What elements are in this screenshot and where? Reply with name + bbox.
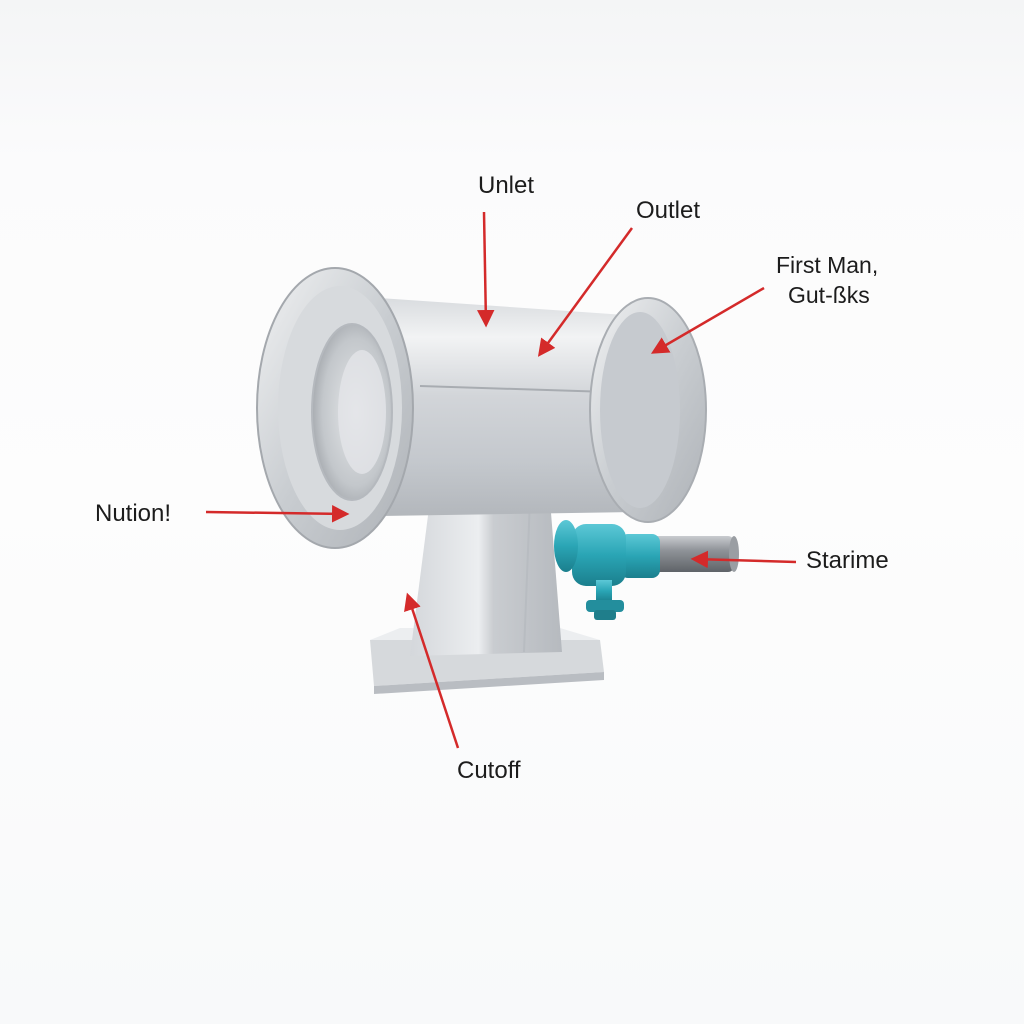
label-first-man-line2: Gut-ßks	[788, 282, 870, 308]
label-first-man-line1: First Man,	[776, 252, 879, 278]
arrow-starime	[690, 550, 797, 569]
leader-arrows	[205, 211, 797, 749]
rod	[650, 536, 739, 572]
label-unlet: Unlet	[478, 172, 535, 199]
label-cutoff: Cutoff	[457, 757, 521, 784]
valve-icon	[554, 520, 660, 620]
arrow-nution	[205, 505, 350, 523]
left-flange	[256, 267, 414, 549]
label-outlet: Outlet	[636, 197, 701, 224]
label-nution: Nution!	[95, 500, 172, 527]
arrow-outlet	[537, 227, 634, 357]
label-starime: Starime	[806, 547, 889, 574]
arrow-unlet	[477, 211, 495, 328]
arrow-first-man	[650, 286, 765, 354]
arrow-cutoff	[404, 592, 460, 749]
right-flange	[589, 297, 707, 523]
